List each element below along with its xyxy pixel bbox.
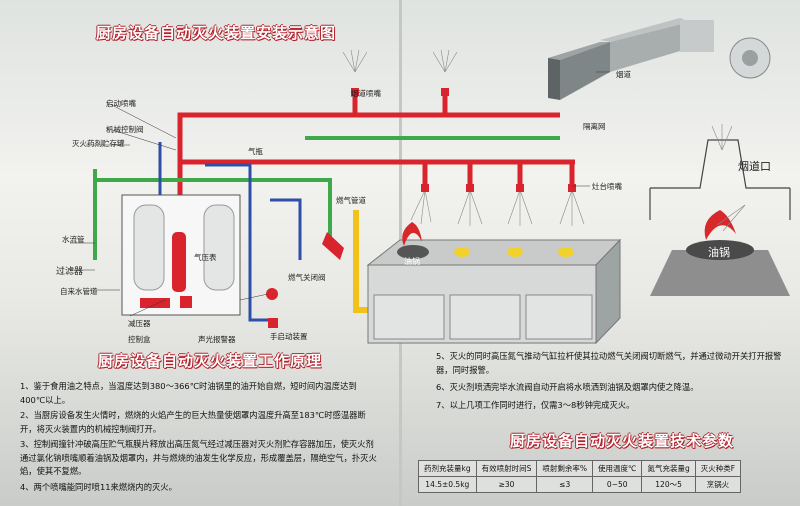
param-value: 0~50 bbox=[592, 476, 643, 493]
param-value: 14.5±0.5kg bbox=[418, 476, 477, 493]
principle-item-3: 3、控制阀撞针冲破高压贮气瓶膜片释放出高压氮气经过减压器对灭火剂贮存容器加压，使… bbox=[20, 439, 377, 476]
alarm-device bbox=[180, 232, 344, 328]
label-manual-switch: 手启动装置 bbox=[270, 332, 308, 341]
gas-pipe bbox=[353, 210, 370, 313]
principle-item-7: 7、以上几项工作同时进行，仅需3～8秒钟完成灭火。 bbox=[436, 399, 635, 410]
label-start-nozzle: 启动喷嘴 bbox=[106, 99, 136, 108]
param-header: 有效喷射时间S bbox=[475, 460, 538, 477]
param-header: 喷射剩余率% bbox=[536, 460, 594, 477]
param-value: ≤3 bbox=[536, 476, 594, 493]
param-value: 烹锅火 bbox=[694, 476, 742, 493]
param-value: ≥30 bbox=[475, 476, 538, 493]
principle-item-4: 4、两个喷嘴能同时喷11来燃烧内的灭火。 bbox=[20, 481, 177, 492]
label-gas-shutoff: 燃气关闭阀 bbox=[288, 273, 326, 282]
label-gas-valve: 气瓶 bbox=[248, 147, 263, 156]
flue-outlet-hood bbox=[649, 139, 791, 296]
nozzle-heads bbox=[351, 88, 576, 192]
principle-item-2: 2、当厨房设备发生火情时，燃烧的火焰产生的巨大热量使烟罩内温度升高至183℃时感… bbox=[20, 410, 366, 434]
principle-text-right: 5、灭火的同时高压氮气推动气缸拉杆使其拉动燃气关闭阀切断燃气，并通过微动开关打开… bbox=[436, 350, 786, 416]
label-filter: 过滤器 bbox=[56, 267, 84, 277]
label-pressure-relief-valve: 减压器 bbox=[128, 319, 151, 328]
principle-text-left: 1、鉴于食用油之特点，当温度达到380～366℃时油锅里的油开始自燃，短时间内温… bbox=[20, 380, 380, 496]
param-value: 120～5 bbox=[641, 476, 696, 493]
principle-item-1: 1、鉴于食用油之特点，当温度达到380～366℃时油锅里的油开始自燃，短时间内温… bbox=[20, 381, 357, 405]
label-extinguisher-storage: 灭火药剂贮存罐 bbox=[72, 139, 125, 148]
label-flue-duct: 烟道 bbox=[616, 70, 631, 79]
label-oil-pot-2: 油锅 bbox=[708, 246, 730, 259]
red-agent-pipes bbox=[177, 90, 575, 232]
label-filter-net: 隔离网 bbox=[583, 122, 606, 131]
label-pressure-gauge: 气压表 bbox=[194, 253, 217, 262]
params-table: 药剂充装量kg 有效喷射时间S 喷射剩余率% 使用温度℃ 氮气充装量g 灭火种类… bbox=[418, 460, 742, 493]
stove bbox=[366, 222, 622, 345]
principle-item-6: 6、灭火剂喷洒完毕水流阀自动开启将水喷洒到油锅及烟罩内使之降温。 bbox=[436, 382, 699, 392]
label-control-box: 控制盒 bbox=[128, 335, 151, 344]
param-header: 氮气充装量g bbox=[641, 460, 696, 477]
storage-cabinet bbox=[121, 194, 241, 316]
params-header-row: 药剂充装量kg 有效喷射时间S 喷射剩余率% 使用温度℃ 氮气充装量g 灭火种类… bbox=[418, 460, 742, 477]
label-flue-nozzle: 烟道喷嘴 bbox=[351, 89, 381, 98]
nozzle-sprays bbox=[342, 49, 746, 232]
leader-lines bbox=[70, 71, 610, 317]
label-water-inlet: 自来水管道 bbox=[60, 287, 98, 296]
label-water-hose: 水流管 bbox=[62, 235, 85, 244]
param-header: 灭火种类F bbox=[694, 460, 742, 477]
label-mechanical-control-valve: 机械控制阀 bbox=[106, 125, 144, 134]
label-flue-outlet: 烟道口 bbox=[738, 160, 771, 173]
principle-title: 厨房设备自动灭火装置工作原理 bbox=[98, 352, 323, 370]
param-header: 药剂充装量kg bbox=[418, 460, 477, 477]
label-oil-pot: 油锅 bbox=[404, 257, 420, 266]
principle-item-5: 5、灭火的同时高压氮气推动气缸拉杆使其拉动燃气关闭阀切断燃气，并通过微动开关打开… bbox=[436, 351, 782, 375]
params-title: 厨房设备自动灭火装置技术参数 bbox=[510, 432, 735, 450]
label-wok-nozzle: 灶台喷嘴 bbox=[592, 182, 622, 191]
params-value-row: 14.5±0.5kg ≥30 ≤3 0~50 120～5 烹锅火 bbox=[418, 476, 742, 493]
param-header: 使用温度℃ bbox=[592, 460, 643, 477]
label-alarm: 声光报警器 bbox=[198, 335, 236, 344]
label-gas-pipe: 燃气管道 bbox=[336, 196, 366, 205]
exhaust-duct bbox=[548, 18, 771, 100]
diagram-title: 厨房设备自动灭火装置安装示意图 bbox=[96, 24, 337, 42]
green-water-pipe bbox=[93, 136, 560, 260]
